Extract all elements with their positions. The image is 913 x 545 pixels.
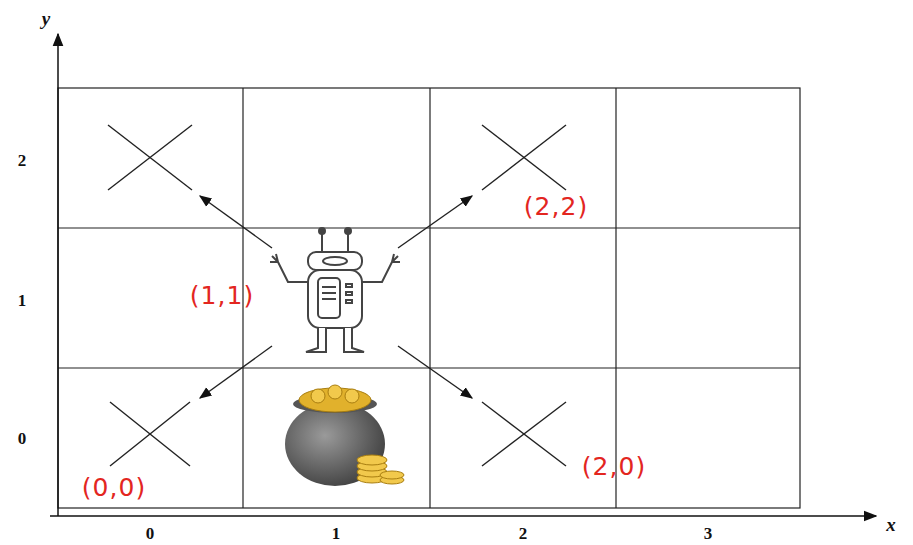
tick-number: 3 (704, 525, 713, 542)
tick-number: 1 (332, 525, 341, 542)
coordinate-note: (1,1) (190, 283, 254, 308)
coordinate-note: (0,0) (82, 475, 146, 500)
tick-number: 1 (18, 292, 27, 309)
grid (58, 88, 800, 508)
coordinate-note: (2,0) (582, 454, 646, 479)
tick-number: 0 (146, 525, 155, 542)
robot (270, 228, 400, 352)
coordinate-note: (2,2) (524, 194, 588, 219)
pot-of-gold (285, 385, 404, 486)
axis-label: y (42, 9, 50, 28)
tick-number: 2 (519, 525, 528, 542)
axis-label: x (886, 515, 896, 534)
tick-number: 0 (18, 430, 27, 447)
tick-number: 2 (18, 152, 27, 169)
axes (50, 34, 876, 516)
